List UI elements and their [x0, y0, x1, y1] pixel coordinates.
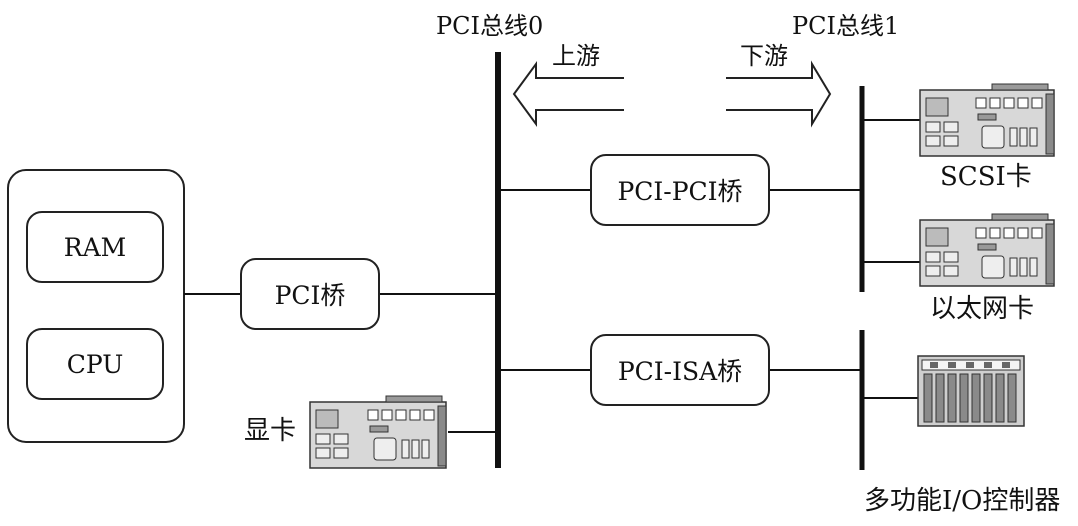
upstream-arrow-icon: [512, 60, 624, 128]
io-controller-icon: [917, 355, 1025, 427]
pci-pci-bridge-box: PCI-PCI桥: [590, 154, 770, 226]
upstream-label: 上游: [552, 42, 600, 70]
cpu-box: CPU: [26, 328, 164, 400]
downstream-arrow-icon: [726, 60, 832, 128]
pci-bridge-box: PCI桥: [240, 258, 380, 330]
scsi-card-label: SCSI卡: [940, 162, 1032, 192]
graphics-card-label: 显卡: [244, 416, 297, 446]
ethernet-card-label: 以太网卡: [930, 294, 1035, 324]
bus0-label: PCI总线0: [436, 12, 544, 40]
pci-bridge-label: PCI桥: [274, 281, 346, 310]
io-controller-label: 多功能I/O控制器: [864, 486, 1061, 516]
downstream-label: 下游: [740, 42, 788, 70]
graphics-card-icon: [309, 395, 447, 469]
cpu-label: CPU: [66, 349, 124, 379]
ram-box: RAM: [26, 211, 164, 283]
ethernet-card-icon: [919, 213, 1055, 287]
scsi-card-icon: [919, 83, 1055, 157]
pci-isa-bridge-box: PCI-ISA桥: [590, 334, 770, 406]
ram-label: RAM: [63, 232, 127, 262]
pci-isa-bridge-label: PCI-ISA桥: [617, 357, 743, 386]
pci-pci-bridge-label: PCI-PCI桥: [617, 177, 743, 206]
bus1-label: PCI总线1: [792, 12, 900, 40]
